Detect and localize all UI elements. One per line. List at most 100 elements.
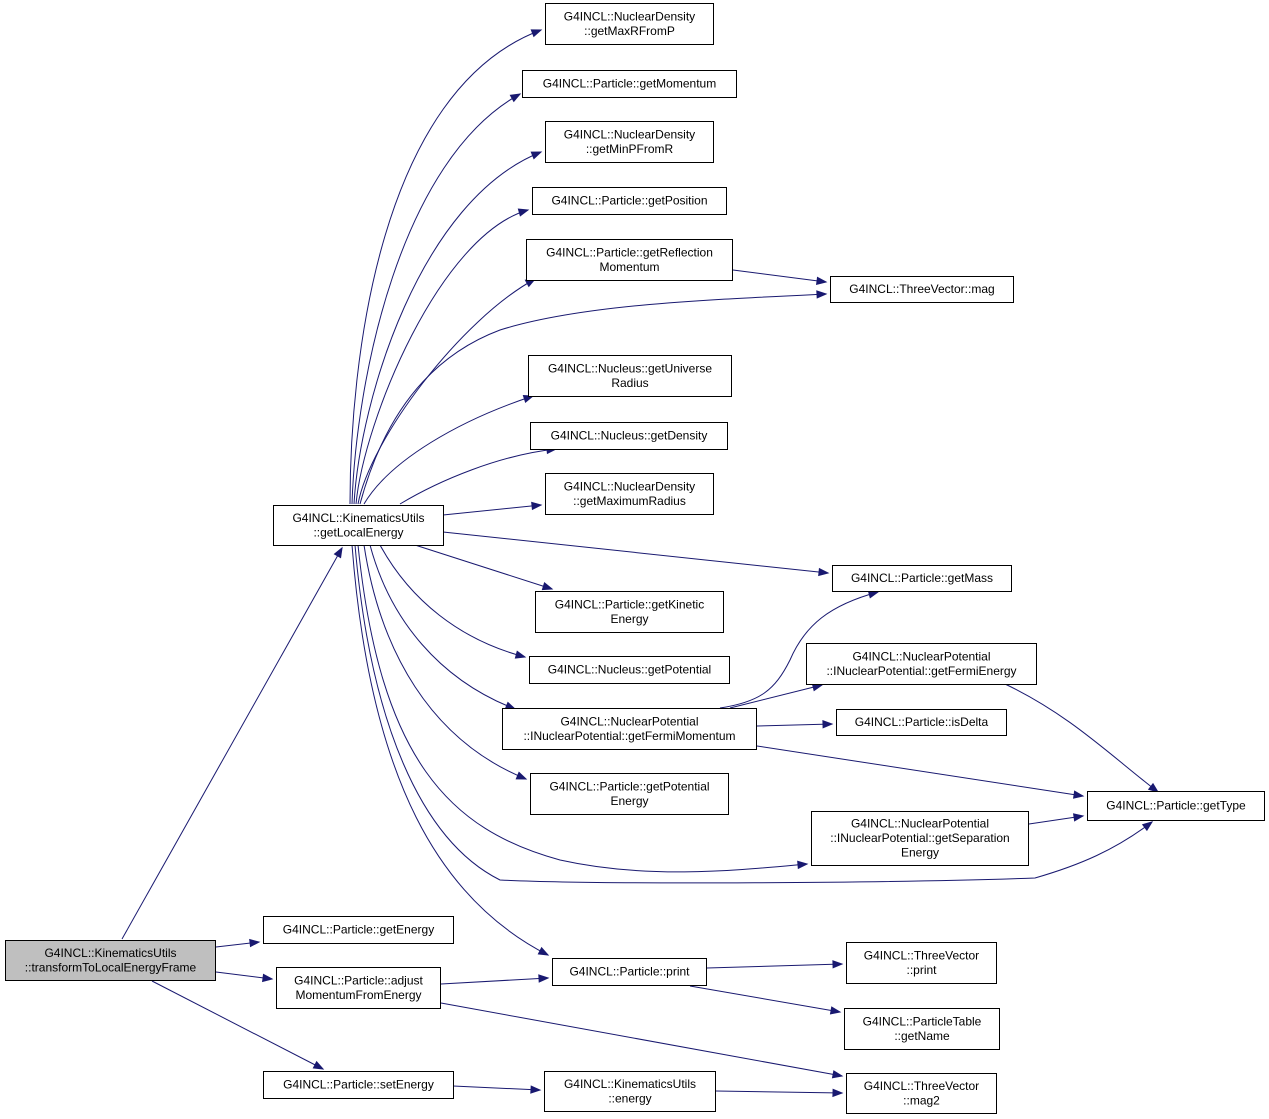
- arrowhead-icon: [831, 1070, 844, 1079]
- node-label: ::getMaximumRadius: [573, 494, 686, 508]
- node-getMinPFromR[interactable]: G4INCL::NuclearDensity::getMinPFromR: [545, 121, 714, 163]
- node-box[interactable]: [836, 709, 1007, 736]
- node-getFermiMomentum[interactable]: G4INCL::NuclearPotential::INuclearPotent…: [502, 708, 757, 750]
- node-box[interactable]: [273, 505, 444, 546]
- node-getPotential[interactable]: G4INCL::Nucleus::getPotential: [529, 656, 730, 684]
- arrowhead-icon: [797, 860, 809, 870]
- node-mag2[interactable]: G4INCL::ThreeVector::mag2: [846, 1073, 997, 1114]
- node-isDelta[interactable]: G4INCL::Particle::isDelta: [836, 709, 1007, 736]
- node-box[interactable]: [530, 773, 729, 815]
- node-box[interactable]: [502, 708, 757, 750]
- node-setEnergy[interactable]: G4INCL::Particle::setEnergy: [263, 1071, 454, 1099]
- node-box[interactable]: [522, 70, 737, 98]
- node-mag[interactable]: G4INCL::ThreeVector::mag: [830, 276, 1014, 303]
- node-box[interactable]: [846, 1073, 997, 1114]
- node-getEnergy[interactable]: G4INCL::Particle::getEnergy: [263, 916, 454, 944]
- node-label: MomentumFromEnergy: [295, 988, 421, 1002]
- edge-line: [355, 209, 529, 505]
- node-box[interactable]: [535, 591, 724, 633]
- edge-layer: [121, 29, 1160, 1098]
- node-getDensity[interactable]: G4INCL::Nucleus::getDensity: [530, 422, 728, 450]
- edge-print-to-threeVectorPrint: [706, 960, 844, 969]
- edge-line: [363, 544, 527, 780]
- node-box[interactable]: [263, 1071, 454, 1099]
- node-getPosition[interactable]: G4INCL::Particle::getPosition: [532, 187, 727, 215]
- arrowhead-icon: [537, 946, 550, 956]
- node-box[interactable]: [526, 239, 733, 281]
- node-box[interactable]: [832, 565, 1012, 592]
- edge-transformToLocalEnergyFrame-to-setEnergy: [151, 980, 325, 1070]
- edge-getLocalEnergy-to-getMaximumRadius: [442, 501, 543, 516]
- node-label: G4INCL::ThreeVector::mag: [849, 282, 994, 296]
- node-box[interactable]: [530, 422, 728, 450]
- edge-getLocalEnergy-to-getFermiMomentum: [369, 544, 517, 710]
- arrowhead-icon: [517, 208, 530, 217]
- node-box[interactable]: [544, 1071, 716, 1112]
- edge-getLocalEnergy-to-getMinPFromR: [353, 151, 543, 505]
- arrowhead-icon: [509, 93, 522, 103]
- node-getLocalEnergy[interactable]: G4INCL::KinematicsUtils::getLocalEnergy: [273, 505, 444, 546]
- edge-line: [414, 544, 553, 590]
- node-box[interactable]: [545, 473, 714, 515]
- node-getMass[interactable]: G4INCL::Particle::getMass: [832, 565, 1012, 592]
- edge-line: [732, 269, 827, 283]
- node-print[interactable]: G4INCL::Particle::print: [552, 958, 707, 986]
- node-box[interactable]: [263, 916, 454, 944]
- arrowhead-icon: [312, 1060, 325, 1070]
- node-box[interactable]: [552, 958, 707, 986]
- edge-transformToLocalEnergyFrame-to-adjustMomentumFromEnergy: [215, 971, 274, 983]
- node-label: G4INCL::ThreeVector: [864, 1079, 979, 1093]
- node-getSeparationEnergy[interactable]: G4INCL::NuclearPotential::INuclearPotent…: [811, 811, 1029, 866]
- node-getMomentum[interactable]: G4INCL::Particle::getMomentum: [522, 70, 737, 98]
- node-label: G4INCL::NuclearDensity: [564, 9, 695, 23]
- edge-line: [440, 977, 549, 985]
- node-box[interactable]: [532, 187, 727, 215]
- node-label: ::mag2: [903, 1093, 940, 1107]
- node-getMaximumRadius[interactable]: G4INCL::NuclearDensity::getMaximumRadius: [545, 473, 714, 515]
- edge-getLocalEnergy-to-getDensity: [399, 445, 558, 505]
- edge-getFermiMomentum-to-getFermiEnergy: [729, 683, 824, 709]
- node-getMaxRFromP[interactable]: G4INCL::NuclearDensity::getMaxRFromP: [545, 3, 714, 45]
- node-threeVectorPrint[interactable]: G4INCL::ThreeVector::print: [846, 942, 997, 984]
- node-adjustMomentumFromEnergy[interactable]: G4INCL::Particle::adjustMomentumFromEner…: [276, 967, 441, 1009]
- edge-transformToLocalEnergyFrame-to-getLocalEnergy: [121, 546, 343, 940]
- edge-line: [729, 684, 823, 709]
- node-label: G4INCL::Particle::getEnergy: [283, 923, 434, 937]
- arrowhead-icon: [1073, 813, 1085, 822]
- node-label: Energy: [901, 846, 939, 860]
- edge-line: [442, 531, 829, 574]
- arrowhead-icon: [530, 151, 543, 160]
- node-label: G4INCL::KinematicsUtils: [564, 1077, 696, 1091]
- arrowhead-icon: [816, 276, 828, 285]
- node-box[interactable]: [846, 942, 997, 984]
- node-box[interactable]: [528, 355, 732, 397]
- arrowhead-icon: [829, 1006, 842, 1015]
- node-box[interactable]: [529, 656, 730, 684]
- node-label: G4INCL::NuclearDensity: [564, 127, 695, 141]
- node-box[interactable]: [811, 811, 1029, 866]
- node-getName[interactable]: G4INCL::ParticleTable::getName: [844, 1008, 1000, 1050]
- node-box[interactable]: [545, 121, 714, 163]
- node-kinEnergy[interactable]: G4INCL::KinematicsUtils::energy: [544, 1071, 716, 1112]
- node-box[interactable]: [830, 276, 1014, 303]
- edge-line: [379, 544, 526, 658]
- arrowhead-icon: [531, 501, 543, 511]
- node-getType[interactable]: G4INCL::Particle::getType: [1087, 791, 1265, 821]
- node-box[interactable]: [806, 643, 1037, 685]
- node-box[interactable]: [545, 3, 714, 45]
- node-box[interactable]: [1087, 791, 1265, 821]
- arrowhead-icon: [530, 1085, 542, 1094]
- edge-getLocalEnergy-to-getPosition: [355, 208, 530, 505]
- node-box[interactable]: [276, 967, 441, 1009]
- arrowhead-icon: [832, 1088, 844, 1098]
- node-getFermiEnergy[interactable]: G4INCL::NuclearPotential::INuclearPotent…: [806, 643, 1037, 685]
- edge-getLocalEnergy-to-getReflectionMomentum: [357, 278, 537, 505]
- node-box[interactable]: [844, 1008, 1000, 1050]
- edge-line: [351, 544, 549, 956]
- arrowhead-icon: [822, 719, 834, 729]
- edge-kinEnergy-to-mag2: [715, 1088, 844, 1098]
